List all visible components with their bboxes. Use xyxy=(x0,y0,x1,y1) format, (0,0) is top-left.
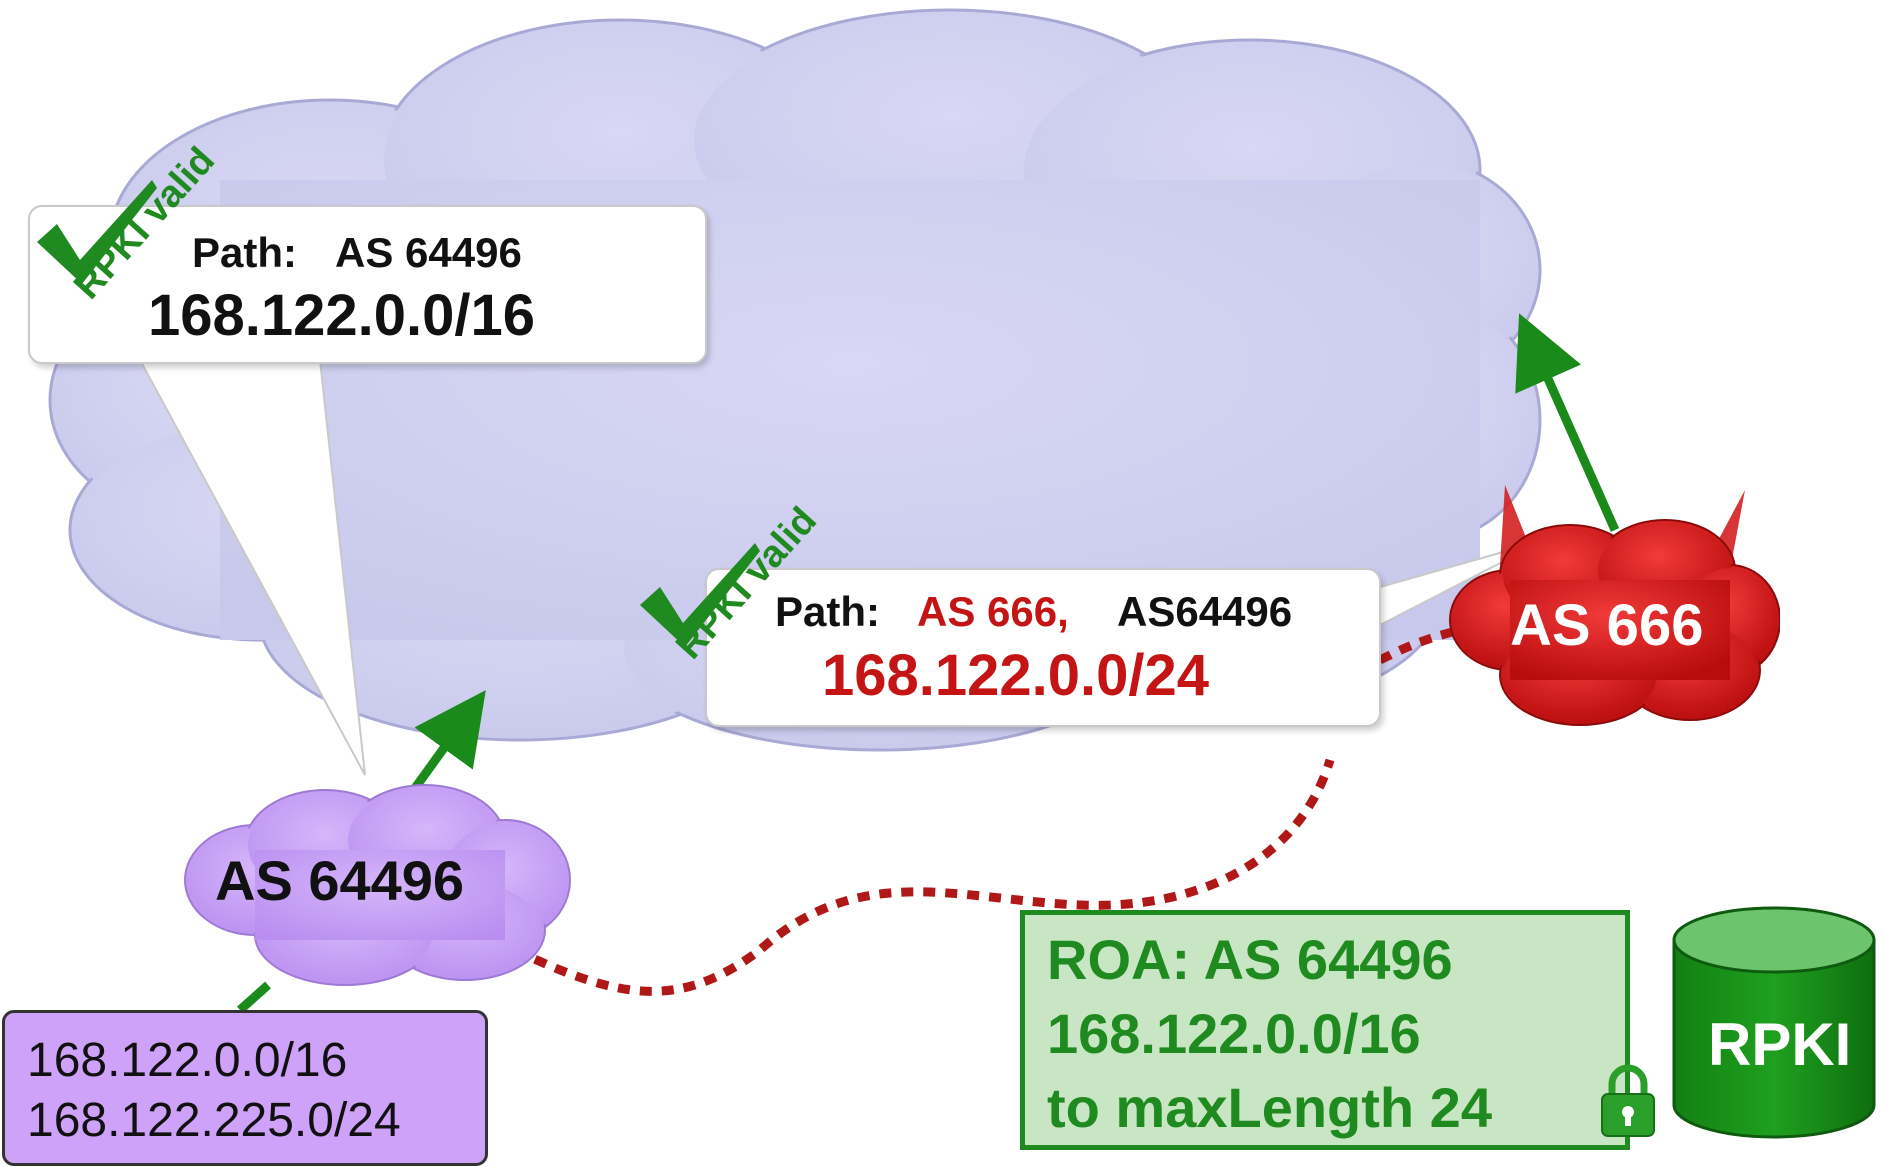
bubble1-prefix: 168.122.0.0/16 xyxy=(148,283,536,348)
check-icon-bubble2 xyxy=(640,543,760,647)
prefix-box: 168.122.0.0/16 168.122.225.0/24 xyxy=(2,1010,488,1166)
prefix-line-1: 168.122.0.0/16 xyxy=(27,1034,348,1087)
arrow-prefix-to-as xyxy=(237,981,271,1014)
roa-line-2: 168.122.0.0/16 xyxy=(1047,1002,1421,1065)
rpki-database-icon xyxy=(1672,906,1876,1139)
arrow-attacker-announce xyxy=(1515,313,1620,532)
bubble2-path-as: AS64496 xyxy=(1117,588,1293,635)
as-legit-cloud xyxy=(184,784,571,986)
bubble2-path-label: Path: xyxy=(775,588,880,635)
bubble1-tail xyxy=(138,359,366,776)
bubble2-prefix: 168.122.0.0/24 xyxy=(822,643,1210,708)
roa-box: ROA: AS 64496 168.122.0.0/16 to maxLengt… xyxy=(1020,910,1630,1150)
roa-line-1: ROA: AS 64496 xyxy=(1047,928,1453,991)
lock-icon xyxy=(1601,1064,1655,1137)
bubble1-path-label: Path: xyxy=(192,229,297,276)
as-attacker-cloud xyxy=(1449,485,1780,726)
bubble2-path-attacker: AS 666, xyxy=(917,588,1069,635)
rpki-database-label: RPKI xyxy=(1708,1011,1852,1078)
check-icon-bubble1 xyxy=(37,180,157,284)
bubble-hijack-route: Path: AS 666, AS64496 168.122.0.0/24 xyxy=(705,568,1381,727)
dotted-path-lower xyxy=(513,758,1335,996)
as-legit-label: AS 64496 xyxy=(215,849,465,912)
roa-line-3: to maxLength 24 xyxy=(1047,1076,1492,1139)
dotted-path-upper xyxy=(1377,625,1462,665)
bubble1-path-as: AS 64496 xyxy=(335,229,522,276)
as-attacker-label: AS 666 xyxy=(1510,593,1704,658)
arrow-legit-announce xyxy=(406,690,486,798)
bubble-legit-route: Path: AS 64496 168.122.0.0/16 xyxy=(28,205,707,364)
prefix-line-2: 168.122.225.0/24 xyxy=(27,1094,401,1147)
